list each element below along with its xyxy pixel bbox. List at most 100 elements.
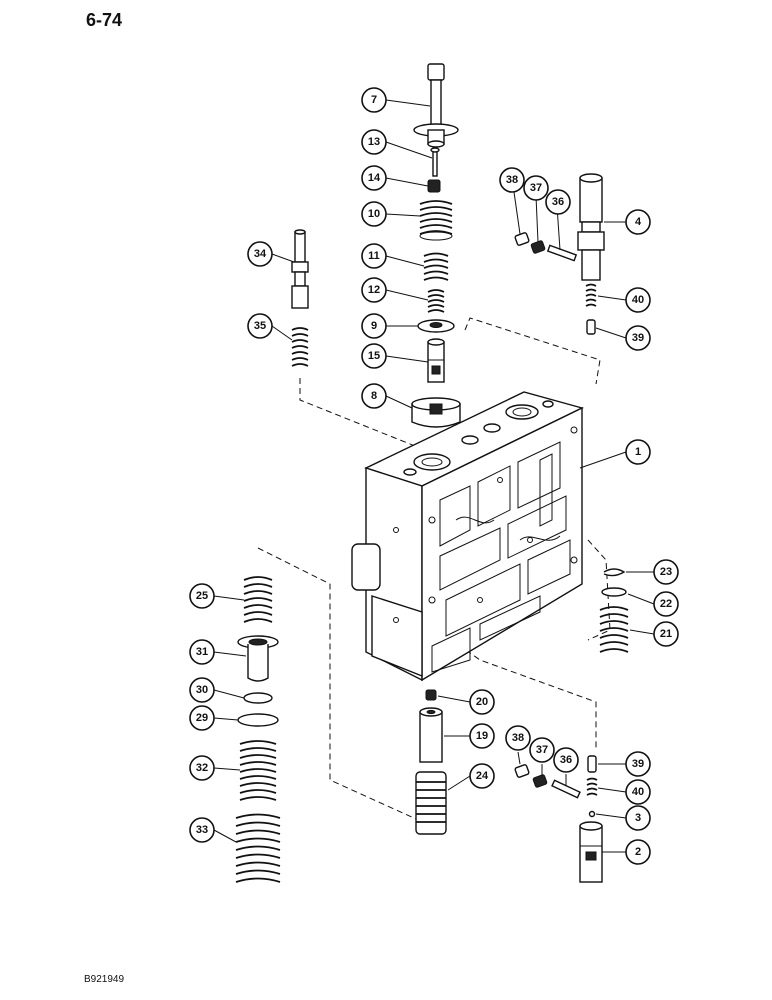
svg-text:25: 25 <box>196 590 208 602</box>
svg-text:24: 24 <box>476 770 489 782</box>
svg-text:20: 20 <box>476 696 488 708</box>
svg-text:37: 37 <box>536 744 548 756</box>
svg-text:39: 39 <box>632 758 644 770</box>
part-40-spring-bottom <box>586 777 598 796</box>
part-22-o-ring <box>601 587 627 597</box>
valve-body-part-1 <box>351 391 584 682</box>
part-38-plug-top <box>514 232 530 246</box>
part-8-sleeve <box>411 397 461 428</box>
part-33-spring <box>235 813 281 883</box>
svg-text:15: 15 <box>368 350 380 362</box>
svg-text:19: 19 <box>476 730 488 742</box>
callout-37-top: 37 <box>523 175 549 201</box>
callout-39-top: 39 <box>625 325 651 351</box>
figure-code: B921949 <box>84 974 125 985</box>
part-13-pin <box>430 147 440 177</box>
callout-21: 21 <box>653 621 679 647</box>
callout-12: 12 <box>361 277 387 303</box>
callout-10: 10 <box>361 201 387 227</box>
part-32-spring <box>239 740 277 801</box>
callout-36-bottom: 36 <box>553 747 579 773</box>
callout-3: 3 <box>625 805 651 831</box>
svg-text:33: 33 <box>196 824 208 836</box>
callout-4: 4 <box>625 209 651 235</box>
part-14-cap <box>427 179 441 193</box>
callout-40-top: 40 <box>625 287 651 313</box>
callout-13: 13 <box>361 129 387 155</box>
callout-25: 25 <box>189 583 215 609</box>
svg-text:22: 22 <box>660 598 672 610</box>
svg-text:30: 30 <box>196 684 208 696</box>
callout-30: 30 <box>189 677 215 703</box>
part-35-spring <box>291 327 309 367</box>
callout-9: 9 <box>361 313 387 339</box>
svg-text:38: 38 <box>506 174 518 186</box>
callout-37-bottom: 37 <box>529 737 555 763</box>
svg-text:13: 13 <box>368 136 380 148</box>
svg-text:29: 29 <box>196 712 208 724</box>
part-29-ring <box>237 713 279 727</box>
callout-11: 11 <box>361 243 387 269</box>
svg-text:10: 10 <box>368 208 380 220</box>
part-36-pin-bottom <box>551 779 581 799</box>
svg-text:34: 34 <box>254 248 267 260</box>
part-23-snap-ring <box>603 568 626 577</box>
svg-text:39: 39 <box>632 332 644 344</box>
callout-1: 1 <box>625 439 651 465</box>
callout-19: 19 <box>469 723 495 749</box>
callout-39-bottom: 39 <box>625 751 651 777</box>
callout-35: 35 <box>247 313 273 339</box>
part-21-spring <box>599 606 629 653</box>
part-7-plunger <box>413 63 459 148</box>
callout-36-top: 36 <box>545 189 571 215</box>
callout-8: 8 <box>361 383 387 409</box>
part-31-cup <box>237 635 279 682</box>
svg-text:2: 2 <box>635 846 641 858</box>
svg-text:23: 23 <box>660 566 672 578</box>
svg-text:1: 1 <box>635 446 641 458</box>
part-38-plug-bottom <box>514 764 530 778</box>
callout-34: 34 <box>247 241 273 267</box>
callout-2: 2 <box>625 839 651 865</box>
svg-text:3: 3 <box>635 812 641 824</box>
part-2-spool <box>579 821 603 883</box>
callout-29: 29 <box>189 705 215 731</box>
part-36-pin-top <box>546 244 578 262</box>
part-24-spring <box>415 771 447 835</box>
svg-text:21: 21 <box>660 628 672 640</box>
callout-15: 15 <box>361 343 387 369</box>
svg-text:40: 40 <box>632 294 644 306</box>
part-15-spool <box>427 338 445 383</box>
svg-text:36: 36 <box>552 196 564 208</box>
part-3-ball <box>588 810 596 818</box>
callout-24: 24 <box>469 763 495 789</box>
part-39-pin-bottom <box>587 755 597 773</box>
part-9-washer <box>417 319 455 333</box>
part-12-spring <box>427 289 445 313</box>
callout-22: 22 <box>653 591 679 617</box>
svg-text:8: 8 <box>371 390 377 402</box>
svg-text:9: 9 <box>371 320 377 332</box>
part-25-spring <box>243 576 273 623</box>
page-number: 6-74 <box>86 10 123 30</box>
callout-7: 7 <box>361 87 387 113</box>
part-40-spring-top <box>585 283 597 307</box>
part-37-plug-top <box>530 240 546 254</box>
callout-33: 33 <box>189 817 215 843</box>
part-19-spool <box>419 707 443 763</box>
svg-text:38: 38 <box>512 732 524 744</box>
callout-23: 23 <box>653 559 679 585</box>
svg-text:14: 14 <box>368 172 381 184</box>
svg-text:31: 31 <box>196 646 208 658</box>
svg-text:11: 11 <box>368 250 380 262</box>
part-37-plug-bottom <box>532 774 548 788</box>
svg-text:4: 4 <box>635 216 642 228</box>
part-11-spring <box>423 252 449 281</box>
svg-text:40: 40 <box>632 786 644 798</box>
part-20-plug <box>425 689 437 701</box>
svg-text:7: 7 <box>371 94 377 106</box>
svg-text:32: 32 <box>196 762 208 774</box>
svg-text:37: 37 <box>530 182 542 194</box>
part-39-pin-top <box>586 319 596 335</box>
